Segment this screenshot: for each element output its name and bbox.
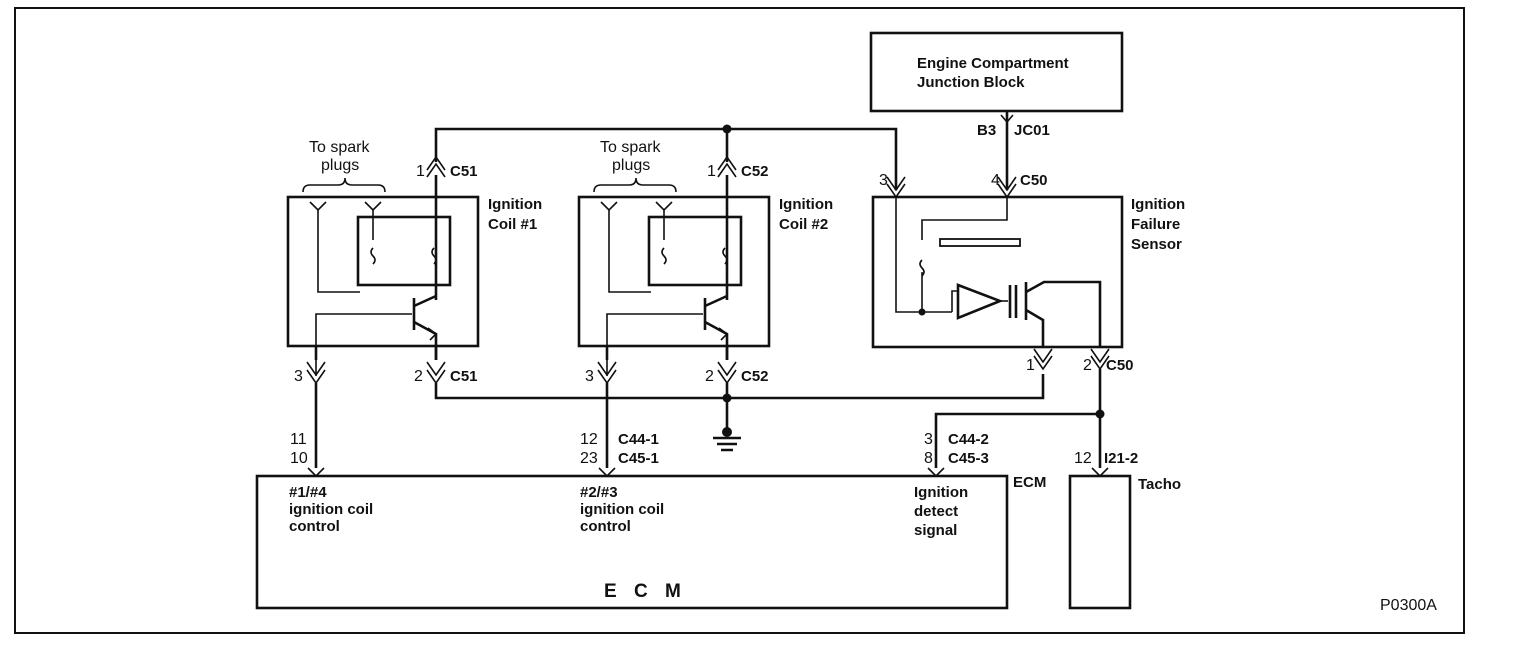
coil1-top-connector: C51 [450, 163, 478, 180]
coil1-spark-label-2: plugs [321, 157, 359, 174]
coil2-bot-right-pin: 2 [705, 368, 714, 385]
coil2-spark-label-2: plugs [612, 157, 650, 174]
ignition-coil-1: To spark plugs Ignition Coil #1 1 C51 [286, 139, 542, 376]
ecm-func3-2: detect [914, 503, 958, 520]
ecm-module: 11 10 12 23 C44-1 C45-1 3 8 C44-2 C45-3 … [255, 431, 1046, 610]
coil1-top-pin: 1 [416, 163, 425, 180]
figure-code-label: P0300A [1380, 597, 1437, 614]
coil1-bottom-connectors: 3 2 C51 [294, 346, 1045, 468]
ecm-side-label: ECM [1013, 474, 1046, 491]
ecm-func2-2: ignition coil [580, 501, 664, 518]
junction-block: Engine Compartment Junction Block B3 JC0… [869, 31, 1124, 139]
ecm-pin-c1: 3 [924, 431, 933, 448]
coil1-name-2: Coil #1 [488, 216, 537, 233]
junction-block-title-2: Junction Block [917, 74, 1025, 91]
coil2-name-2: Coil #2 [779, 216, 828, 233]
coil2-top-pin: 1 [707, 163, 716, 180]
tacho-module: 12 I21-2 Tacho [1068, 450, 1181, 610]
coil2-bottom-connectors: 3 2 C52 [585, 346, 769, 468]
sensor-bot-right-pin: 2 [1083, 357, 1092, 374]
ignition-coil-2: To spark plugs Ignition Coil #2 1 C52 [577, 139, 833, 376]
sensor-name-1: Ignition [1131, 196, 1185, 213]
ecm-conn-c2: C45-3 [948, 450, 989, 467]
coil2-spark-label-1: To spark [600, 139, 661, 156]
coil1-name-1: Ignition [488, 196, 542, 213]
ecm-pin-a2: 10 [290, 450, 308, 467]
ecm-func1-1: #1/#4 [289, 484, 327, 501]
coil1-spark-label-1: To spark [309, 139, 370, 156]
ecm-func3-3: signal [914, 522, 957, 539]
ignition-failure-sensor: 3 4 C50 Ignition Failure Sensor 1 2 C50 [871, 172, 1185, 374]
junction-block-title-1: Engine Compartment [917, 55, 1069, 72]
tacho-name: Tacho [1138, 476, 1181, 493]
ecm-func3-1: Ignition [914, 484, 968, 501]
ecm-pin-b2: 23 [580, 450, 598, 467]
ecm-conn-b1: C44-1 [618, 431, 659, 448]
sensor-left-pin: 3 [879, 172, 888, 189]
top-bus-wire [434, 111, 1014, 190]
sensor-bot-connector: C50 [1106, 357, 1134, 374]
ecm-title: E C M [604, 581, 687, 602]
ecm-pin-a1: 11 [290, 431, 307, 448]
sensor-bot-left-pin: 1 [1026, 357, 1035, 374]
sensor-top-connector: C50 [1020, 172, 1048, 189]
ground-icon [713, 427, 741, 452]
coil2-bot-left-pin: 3 [585, 368, 594, 385]
junction-connector-label: JC01 [1014, 122, 1050, 139]
ecm-func1-3: control [289, 518, 340, 535]
sensor-top-pin: 4 [991, 172, 1000, 189]
coil2-name-1: Ignition [779, 196, 833, 213]
coil2-top-connector: C52 [741, 163, 769, 180]
tacho-pin: 12 [1074, 450, 1092, 467]
junction-pin-label: B3 [977, 122, 996, 139]
detect-signal-wire [934, 369, 1105, 468]
ecm-func2-1: #2/#3 [580, 484, 618, 501]
coil1-bot-right-pin: 2 [414, 368, 423, 385]
coil2-bot-connector: C52 [741, 368, 769, 385]
ecm-conn-b2: C45-1 [618, 450, 659, 467]
sensor-name-3: Sensor [1131, 236, 1182, 253]
coil1-bot-connector: C51 [450, 368, 478, 385]
ecm-func1-2: ignition coil [289, 501, 373, 518]
coil1-bot-left-pin: 3 [294, 368, 303, 385]
ecm-pin-b1: 12 [580, 431, 598, 448]
ecm-pin-c2: 8 [924, 450, 933, 467]
tacho-connector: I21-2 [1104, 450, 1138, 467]
ecm-func2-3: control [580, 518, 631, 535]
diagram-frame [14, 7, 1465, 634]
ecm-conn-c1: C44-2 [948, 431, 989, 448]
sensor-name-2: Failure [1131, 216, 1180, 233]
